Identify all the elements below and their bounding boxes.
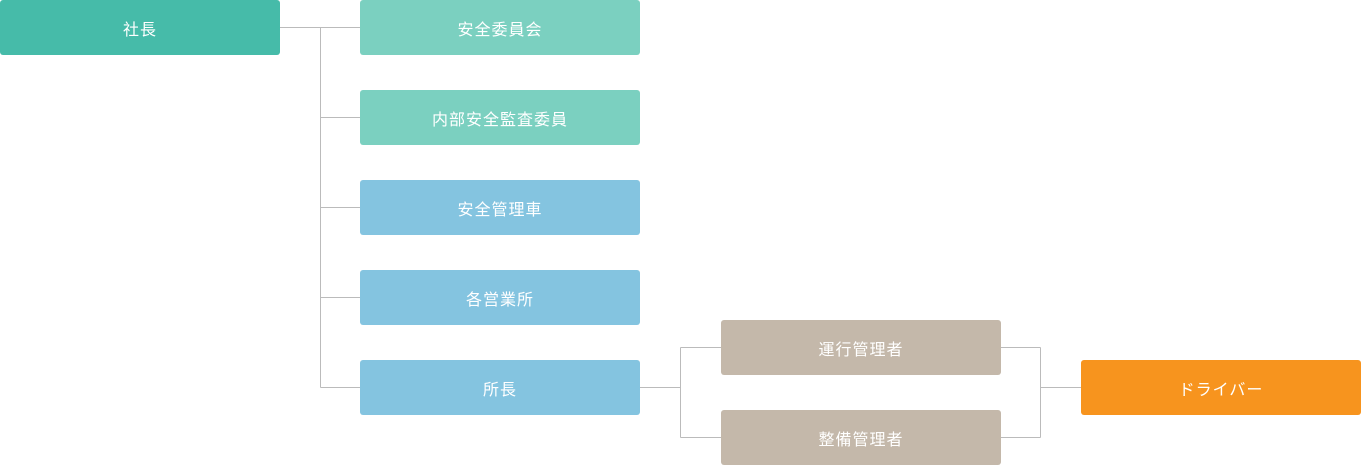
- node-branch-manager: 所長: [360, 360, 640, 415]
- node-safety-management: 安全管理車: [360, 180, 640, 235]
- node-internal-audit: 内部安全監査委員: [360, 90, 640, 145]
- node-safety-committee: 安全委員会: [360, 0, 640, 55]
- node-branches: 各営業所: [360, 270, 640, 325]
- node-driver: ドライバー: [1081, 360, 1361, 415]
- node-operations-manager: 運行管理者: [721, 320, 1001, 375]
- node-maintenance-manager: 整備管理者: [721, 410, 1001, 465]
- node-president: 社長: [0, 0, 280, 55]
